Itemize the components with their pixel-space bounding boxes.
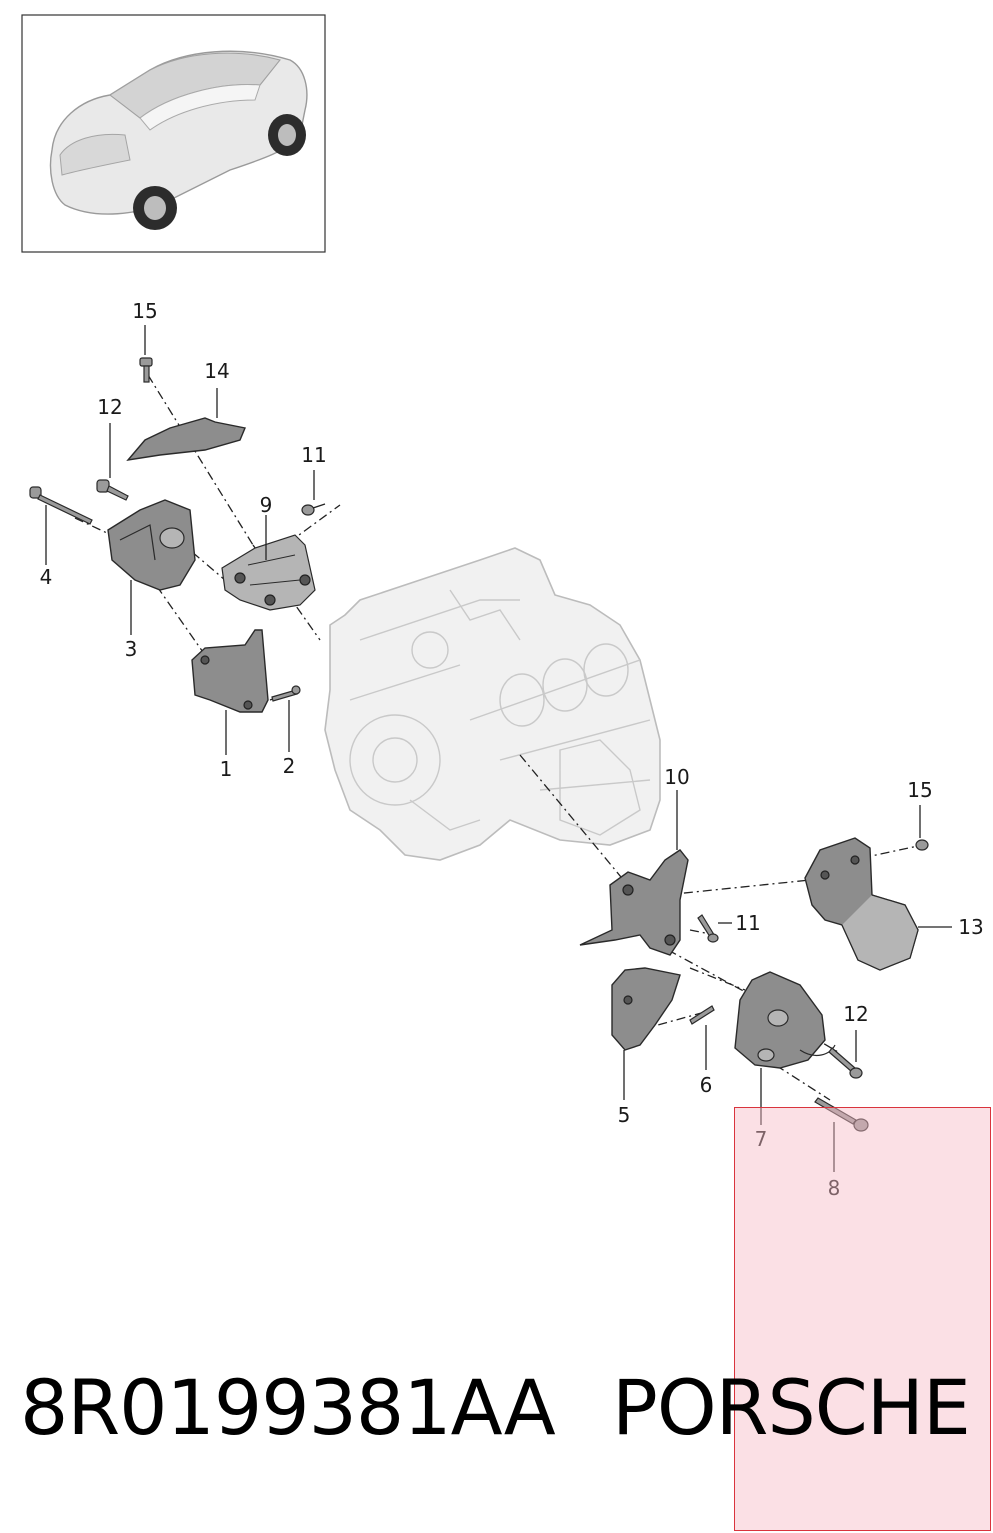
callout-6: 6 xyxy=(700,1073,713,1097)
callout-15-right: 15 xyxy=(907,778,932,802)
callout-12-right: 12 xyxy=(843,1002,868,1026)
part-11-bolt-left xyxy=(301,503,326,516)
part-10-bracket xyxy=(579,849,689,956)
part-1-bracket-lower xyxy=(191,629,269,713)
callout-15-top: 15 xyxy=(132,299,157,323)
callout-11-left: 11 xyxy=(301,443,326,467)
part-15-bolt-top xyxy=(139,357,153,383)
callout-12-left: 12 xyxy=(97,395,122,419)
callout-9: 9 xyxy=(260,493,273,517)
callout-2: 2 xyxy=(283,754,296,778)
part-number: 8R0199381AA xyxy=(20,1363,556,1452)
part-14-heat-shield xyxy=(126,417,246,461)
part-8-bolt xyxy=(814,1097,869,1132)
part-3-engine-mount-left xyxy=(107,499,196,591)
callout-labels: 15 14 12 11 9 4 3 1 2 10 15 11 13 12 6 5… xyxy=(40,299,984,1200)
brand-name: PORSCHE xyxy=(612,1363,971,1452)
highlight-overlay xyxy=(734,1107,991,1531)
callout-11-right: 11 xyxy=(735,911,760,935)
callout-14: 14 xyxy=(204,359,229,383)
part-12-bolt-left xyxy=(96,479,129,501)
engine-block xyxy=(324,547,661,861)
part-11-bolt-right xyxy=(697,914,719,943)
leader-lines xyxy=(45,325,952,1172)
part-9-bracket xyxy=(221,534,316,611)
part-15-bolt-right xyxy=(915,839,929,851)
vehicle-thumbnail xyxy=(21,14,326,253)
part-13-heat-shield-right xyxy=(804,837,919,971)
callout-8: 8 xyxy=(828,1176,841,1200)
part-6-bolt xyxy=(689,1005,715,1025)
callout-1: 1 xyxy=(220,757,233,781)
callout-5: 5 xyxy=(618,1103,631,1127)
callout-4: 4 xyxy=(40,565,53,589)
part-2-bolt xyxy=(271,685,301,702)
part-12-bolt-right xyxy=(828,1047,863,1079)
part-7-engine-mount-right xyxy=(734,971,836,1069)
callout-10: 10 xyxy=(664,765,689,789)
callout-13: 13 xyxy=(958,915,983,939)
part-5-bracket xyxy=(611,967,681,1051)
callout-7: 7 xyxy=(755,1127,768,1151)
part-4-long-bolt xyxy=(29,486,93,525)
callout-3: 3 xyxy=(125,637,138,661)
